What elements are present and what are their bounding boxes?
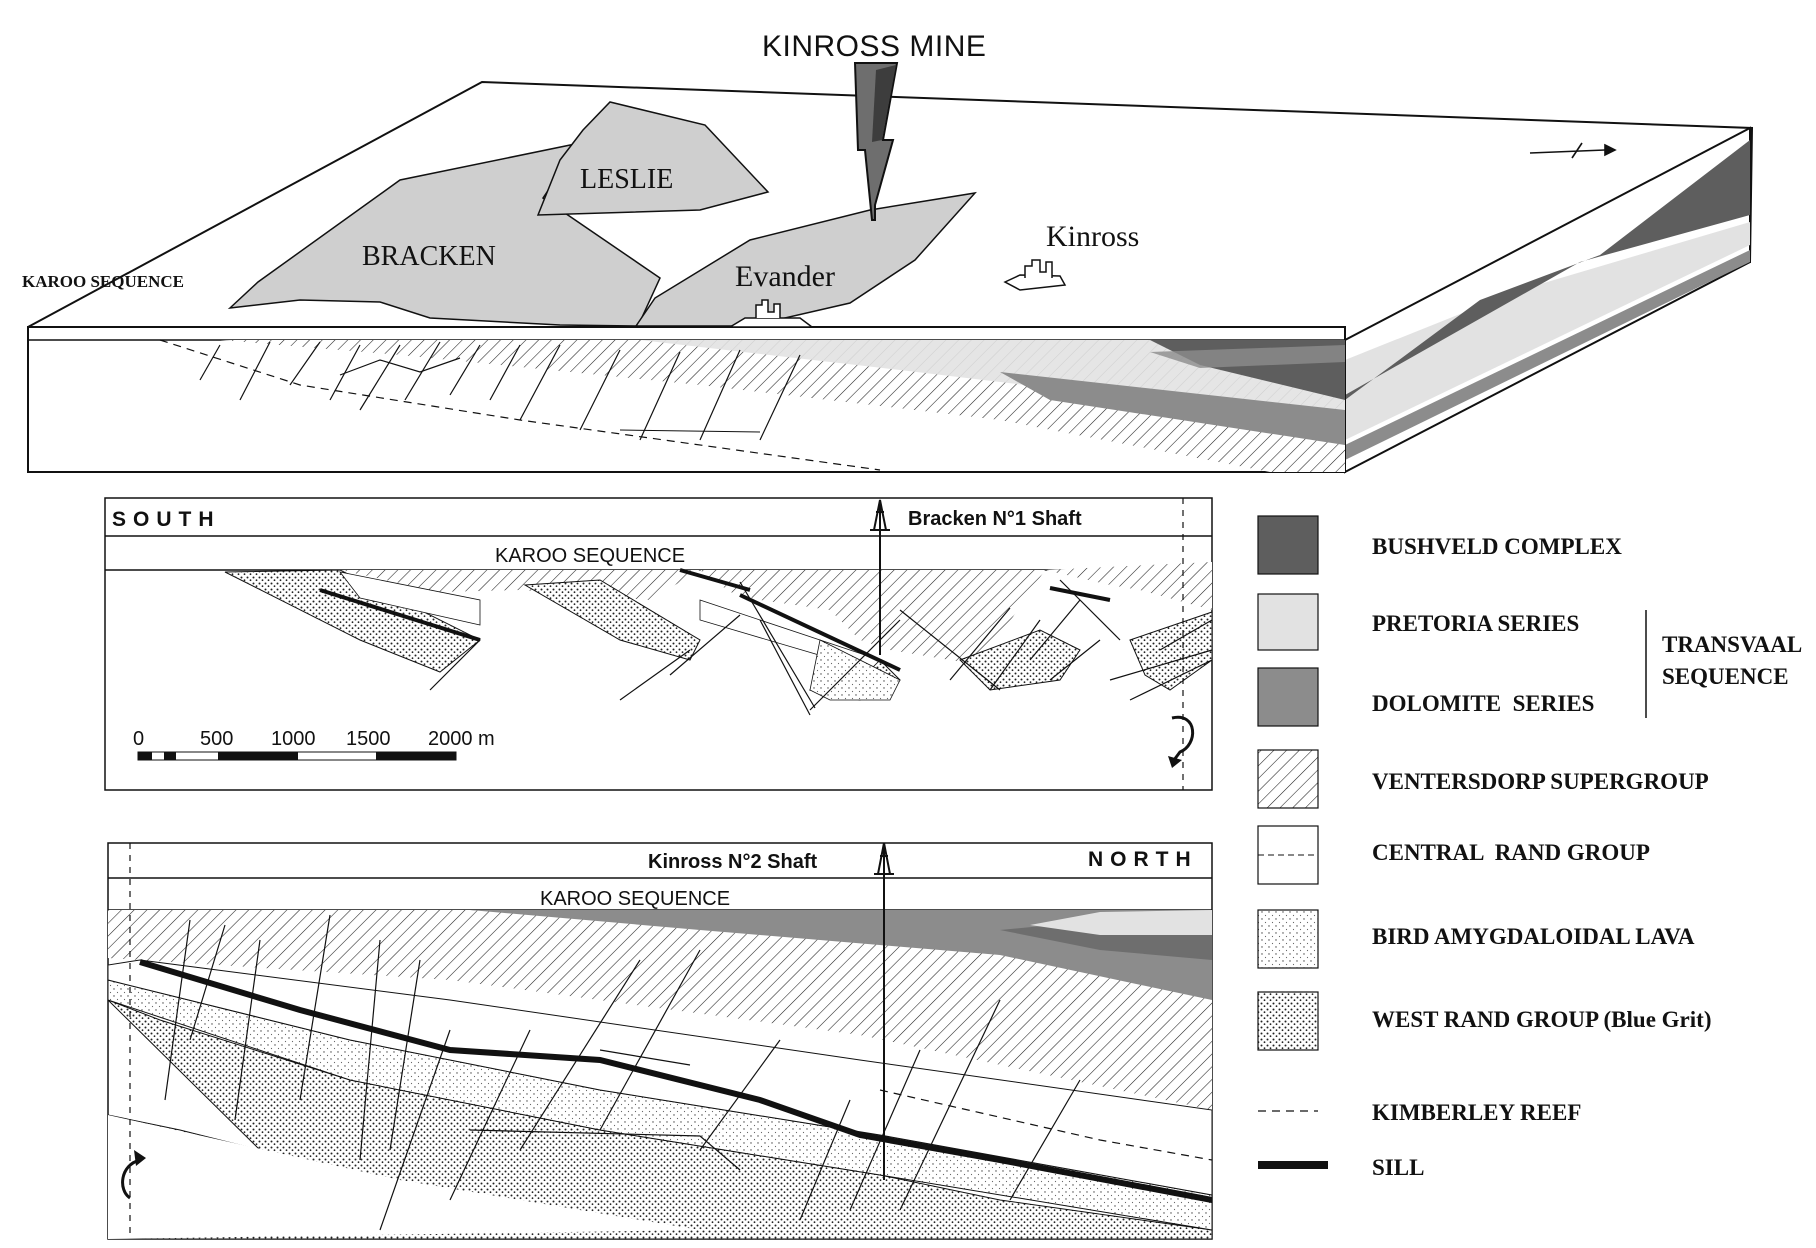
south-curved-arrow-icon [1171,715,1195,761]
scale-tick-1000: 1000 [271,728,316,750]
south-faults [429,579,1213,716]
legend: BUSHVELD COMPLEX PRETORIA SERIES DOLOMIT… [1257,515,1802,1180]
north-sill [139,959,1213,1203]
north-pretoria [1030,910,1212,935]
legend-swatch-dolomite [1257,667,1319,727]
legend-label-central-rand: CENTRAL RAND GROUP [1372,840,1650,865]
block-right-pretoria [1345,222,1750,440]
legend-label-dolomite: DOLOMITE SERIES [1372,691,1594,716]
outcrop-bracken [227,141,661,327]
legend-swatch-ventersdorp [1257,749,1319,809]
legend-label-ventersdorp: VENTERSDORP SUPERGROUP [1372,769,1709,794]
legend-label-pretoria: PRETORIA SERIES [1372,611,1579,636]
legend-label-bushveld: BUSHVELD COMPLEX [1372,534,1622,559]
block-right-dolomite [1345,250,1750,460]
section-north: NORTH Kinross N°2 Shaft KAROO SEQUENCE [107,842,1213,1240]
legend-label-kimberley-reef: KIMBERLEY REEF [1372,1100,1581,1125]
block-karoo-label: KAROO SEQUENCE [22,272,184,291]
mine-label: KINROSS MINE [762,30,986,63]
scale-tick-0: 0 [133,728,144,750]
south-shaft-icon [870,499,890,655]
block-kimberley-reef [159,339,881,471]
block-diagram: KINROSS MINE KAROO SEQUENCE LESLIE BRACK… [22,30,1754,474]
scale-tick-500: 500 [200,728,233,750]
block-front-dolomite [1000,372,1345,445]
mine-arrow-icon [853,62,899,221]
legend-swatch-west-rand [1257,991,1319,1051]
town-label-leslie: LESLIE [580,164,673,195]
north-direction-label: NORTH [1088,848,1198,871]
south-direction-label: SOUTH [112,508,221,531]
scale-bar [137,751,457,761]
north-shaft-icon [874,842,894,1180]
town-label-bracken: BRACKEN [362,241,496,272]
block-front-pretoria [640,340,1345,430]
north-arrow-icon [1529,142,1617,159]
legend-group-label-line1: TRANSVAAL [1662,632,1802,657]
town-label-evander: Evander [735,260,835,293]
north-shaft-label: Kinross N°2 Shaft [648,851,817,873]
section-south: 0 500 1000 1500 2000 m SOUTH Bracken N°1… [104,497,1213,791]
block-right-bushveld [1345,140,1750,400]
town-label-kinross: Kinross [1046,220,1139,253]
legend-group-label-line2: SEQUENCE [1662,664,1789,689]
south-west-rand-4 [959,629,1081,691]
south-sills [319,568,1111,672]
block-faults [199,341,801,441]
legend-swatch-pretoria [1257,593,1319,651]
town-icon-evander [727,299,815,328]
south-west-rand-2 [523,579,701,661]
south-shaft-label: Bracken N°1 Shaft [908,508,1082,530]
north-karoo-label: KAROO SEQUENCE [540,888,730,910]
south-karoo-label: KAROO SEQUENCE [495,545,685,567]
scale-tick-2000: 2000 m [428,728,495,750]
legend-label-sill: SILL [1372,1155,1424,1180]
north-kimberley-reef [879,1089,1213,1161]
town-icon-kinross [1003,259,1067,291]
legend-swatch-bushveld [1257,515,1319,575]
block-front-dolomite-upper [1150,345,1345,368]
legend-label-bird-lava: BIRD AMYGDALOIDAL LAVA [1372,924,1695,949]
legend-swatch-central-rand [1257,825,1319,885]
outcrop-leslie [536,101,770,216]
legend-label-west-rand: WEST RAND GROUP (Blue Grit) [1372,1007,1711,1032]
scale-tick-1500: 1500 [346,728,391,750]
south-west-rand-1 [224,569,481,673]
legend-swatch-bird-lava [1257,909,1319,969]
